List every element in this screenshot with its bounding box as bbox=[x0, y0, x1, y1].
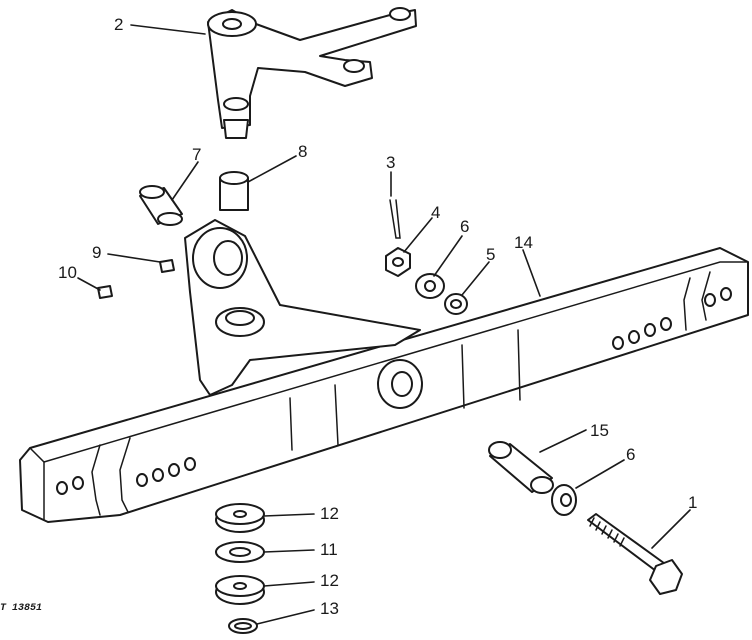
grease-fitting-9 bbox=[159, 259, 175, 273]
snap-ring bbox=[228, 618, 258, 634]
callout-6-lower: 6 bbox=[626, 445, 635, 464]
callout-7: 7 bbox=[192, 145, 201, 164]
callout-12-bottom: 12 bbox=[320, 571, 339, 590]
callout-14: 14 bbox=[514, 233, 533, 252]
washer-6-upper bbox=[415, 273, 445, 299]
castle-nut bbox=[385, 247, 411, 277]
figure-reference: T 13851 bbox=[0, 603, 42, 614]
bolt bbox=[587, 513, 683, 595]
bushing-8 bbox=[219, 171, 249, 211]
thrust-washer-12-top bbox=[215, 503, 265, 533]
callout-8: 8 bbox=[298, 142, 307, 161]
thrust-washer-12-bottom bbox=[215, 575, 265, 605]
callout-10: 10 bbox=[58, 263, 77, 282]
bushing-7 bbox=[139, 185, 183, 226]
washer-5 bbox=[444, 293, 468, 315]
leader-lines bbox=[77, 24, 691, 625]
callout-5: 5 bbox=[486, 245, 495, 264]
front-axle-beam bbox=[19, 247, 749, 523]
callout-6-upper: 6 bbox=[460, 217, 469, 236]
callout-labels: 1 2 3 4 5 6 6 7 8 9 10 11 12 12 13 14 15 bbox=[58, 15, 697, 618]
pivot-pin bbox=[488, 441, 554, 494]
callout-1: 1 bbox=[688, 493, 697, 512]
callout-4: 4 bbox=[431, 203, 440, 222]
steering-arm bbox=[207, 7, 417, 139]
grease-fitting-10 bbox=[97, 285, 113, 299]
callout-15: 15 bbox=[590, 421, 609, 440]
callout-12-top: 12 bbox=[320, 504, 339, 523]
callout-11: 11 bbox=[320, 540, 338, 559]
washer-6-lower bbox=[551, 484, 577, 516]
callout-3: 3 bbox=[386, 153, 395, 172]
cotter-pin bbox=[389, 199, 401, 239]
washer-11 bbox=[215, 541, 265, 563]
callout-13: 13 bbox=[320, 599, 339, 618]
pivot-bracket bbox=[184, 219, 421, 396]
callout-2: 2 bbox=[114, 15, 123, 34]
callout-9: 9 bbox=[92, 243, 101, 262]
